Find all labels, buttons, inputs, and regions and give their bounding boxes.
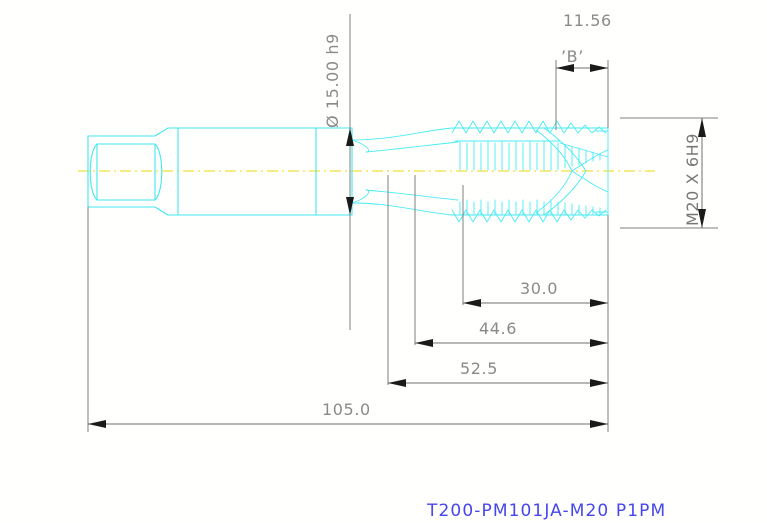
arrow-right-105: [88, 420, 106, 428]
thread-crest-lower: [451, 209, 607, 223]
tip-chamfer: [595, 127, 609, 216]
chamfer-dim-label: 11.56: [563, 11, 612, 30]
title-block: T200-PM101JA-M20 P1PM: [426, 501, 666, 521]
arrow-up: [346, 128, 354, 146]
flute-lead-in: [351, 127, 459, 216]
arrow-down-thread: [698, 209, 706, 228]
thread-flutes-lower: [459, 199, 601, 215]
arrow-up-thread: [698, 118, 706, 137]
arrow-left-525: [590, 379, 608, 387]
body-length-label: 52.5: [460, 359, 498, 378]
dimension-flute-length: 44.6: [414, 175, 608, 347]
overall-length-label: 105.0: [322, 400, 371, 419]
arrow-right-in: [556, 64, 574, 72]
arrow-left-in: [590, 64, 608, 72]
dimension-thread-length: 30.0: [462, 185, 608, 307]
arrow-right-30: [463, 299, 481, 307]
thread-crest-upper: [451, 120, 607, 134]
flute-length-label: 44.6: [479, 319, 517, 338]
arrow-right-446: [415, 339, 433, 347]
dimension-thread-spec: M20 X 6H9: [620, 117, 718, 229]
detail-ref-b-label: ’B’: [561, 47, 584, 66]
diameter-dim-label: Ø 15.00 h9: [323, 33, 342, 128]
dimension-chamfer-length: 11.56 ’B’: [555, 11, 612, 130]
flute-helix-curves: [535, 127, 609, 216]
arrow-left-30: [590, 299, 608, 307]
dimension-overall-length: 105.0: [87, 207, 609, 432]
dimension-body-length: 52.5: [387, 175, 608, 387]
arrow-left-105: [590, 420, 608, 428]
arrow-left-446: [590, 339, 608, 347]
part-number-label: T200-PM101JA-M20 P1PM: [426, 501, 666, 521]
shank-body: [177, 127, 317, 216]
dimension-shank-diameter: Ø 15.00 h9: [323, 14, 354, 330]
thread-length-label: 30.0: [520, 279, 558, 298]
thread-flutes-upper: [454, 140, 609, 171]
arrow-right-525: [388, 379, 406, 387]
thread-spec-label: M20 X 6H9: [683, 133, 702, 226]
arrow-down: [346, 197, 354, 215]
shank-neck: [167, 127, 179, 216]
